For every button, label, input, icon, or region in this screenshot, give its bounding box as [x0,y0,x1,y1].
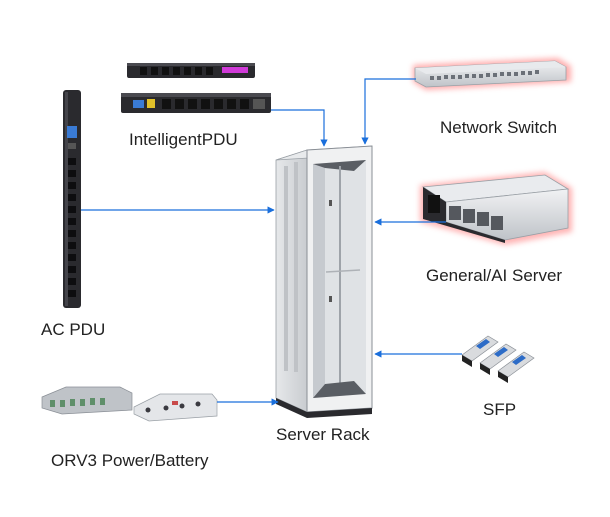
arrow-intelligent-pdu-to-rack [271,109,328,147]
network-switch-image [413,58,571,90]
orv3-power-module-image [41,386,133,415]
ac-pdu-image [63,90,81,308]
sfp-label: SFP [483,400,517,419]
server-rack-label: Server Rack [276,425,370,444]
arrows [81,78,462,406]
arrow-network-switch-to-rack [361,78,416,145]
network-switch-label: Network Switch [440,118,558,137]
ai-server-image [420,172,572,245]
ac-pdu-label: AC PDU [41,320,106,339]
server-rack-image [275,145,373,418]
intelligent-pdu-image [121,93,271,113]
orv3-power-battery-label: ORV3 Power/Battery [51,451,209,470]
intelligent-pdu-label: IntelligentPDU [129,130,238,149]
rack-pdu-top-image [127,63,255,78]
general-ai-server-label: General/AI Server [426,266,563,285]
sfp-modules-image [461,335,535,383]
orv3-battery-module-image [133,393,218,422]
